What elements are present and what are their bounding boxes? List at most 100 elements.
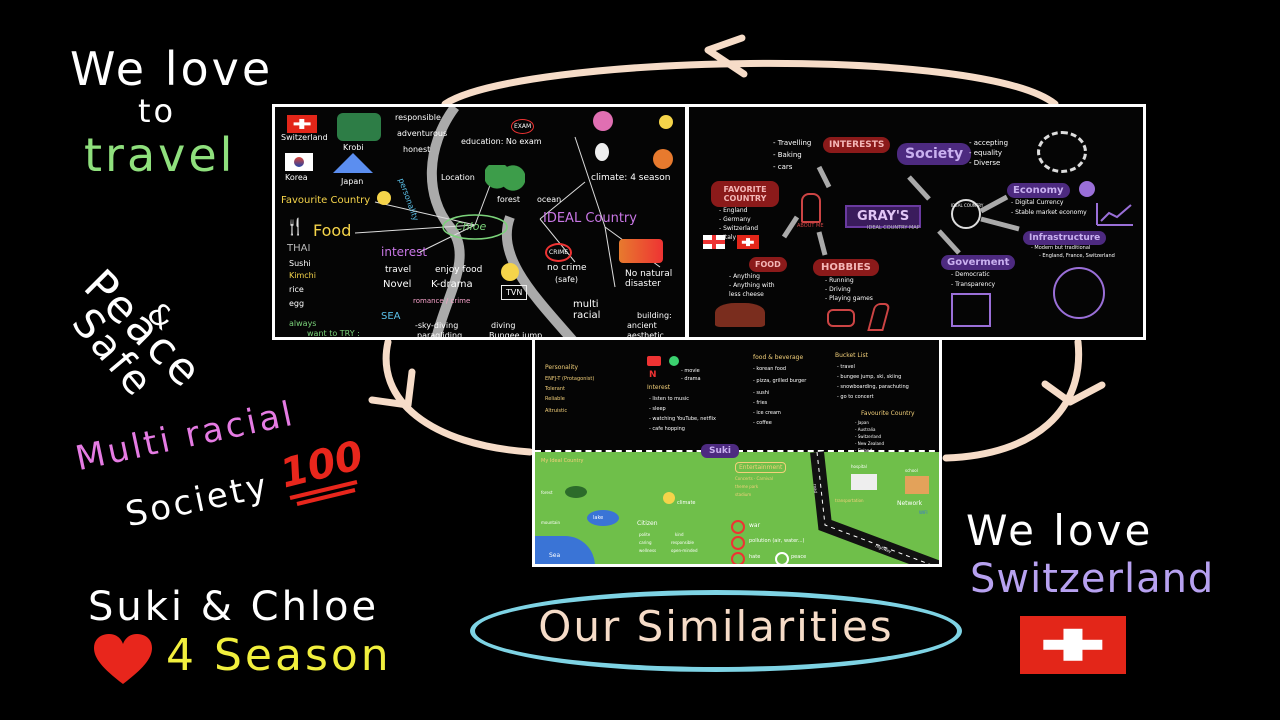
gray-germany: - Germany — [719, 216, 751, 223]
chloe-honest: honest — [403, 145, 431, 154]
chloe-thai: THAI — [287, 243, 311, 254]
suki-c3: - Switzerland — [855, 434, 882, 439]
disaster-icon — [619, 239, 663, 263]
suki-b2: - bungee jump, ski, skiing — [837, 374, 902, 380]
suki-tolerant: Tolerant — [545, 386, 565, 392]
gray-food: FOOD — [749, 257, 787, 272]
suki-sun-icon — [663, 492, 675, 504]
suki-b1: - travel — [837, 364, 855, 370]
gray-about-me: ABOUT ME — [797, 223, 824, 229]
gray-accepting: - accepting — [969, 139, 1009, 147]
chloe-no-disaster: No natural disaster — [625, 269, 673, 289]
chloe-education: education: No exam — [461, 137, 542, 146]
gray-favorite-country: FAVORITE COUNTRY — [711, 181, 779, 207]
switzerland-flag-small-icon — [287, 115, 317, 133]
gray-driving: - Driving — [825, 286, 851, 293]
suki-trees-icon — [565, 486, 587, 498]
youtube-icon — [647, 356, 661, 366]
chloe-climate: climate: 4 season — [591, 173, 671, 183]
suki-f1: - korean food — [753, 366, 787, 372]
chloe-center: Chloe — [455, 220, 487, 233]
tvn-tv-icon: TVN — [501, 285, 528, 300]
suki-title-badge: Suki — [701, 444, 739, 458]
suki-b4: - go to concert — [837, 394, 874, 400]
chloe-ideal-country-panel: Switzerland Krobi Korea Japan Favourite … — [272, 104, 688, 340]
suki-youtube: - watching YouTube, netflix — [649, 416, 716, 422]
gray-stable: - Stable market economy — [1011, 209, 1087, 216]
chloe-no-crime: no crime — [547, 263, 587, 273]
chloe-multi-racial: multi racial — [573, 299, 601, 321]
gray-playing: - Playing games — [825, 295, 873, 302]
title-ellipse — [470, 590, 962, 672]
suki-f5: - ice cream — [753, 410, 781, 416]
korea-flag-icon — [285, 153, 313, 171]
coin-icon — [1079, 181, 1095, 197]
autumn-tree-icon — [653, 149, 673, 169]
suki-listen: - listen to music — [649, 396, 689, 402]
gray-traveling: - Travelling — [773, 139, 812, 147]
suki-sea: Sea — [549, 552, 561, 559]
gray-transparency: - Transparency — [951, 281, 996, 288]
chloe-responsible: responsible — [395, 113, 441, 122]
heart-eyes-emoji-icon — [377, 191, 391, 205]
chloe-aesthetic: aesthetic — [627, 331, 664, 340]
suki-personality: Personality — [545, 364, 579, 371]
suki-lake: lake — [593, 515, 604, 521]
gray-democratic: - Democratic — [951, 271, 990, 278]
gray-baking: - Baking — [773, 151, 802, 159]
suki-bucket: Bucket List — [835, 352, 868, 359]
pizza-icon — [715, 303, 765, 327]
suki-reliable: Reliable — [545, 396, 565, 402]
gray-arrows — [781, 165, 1020, 256]
gray-ideal-country: IDEAL COUNTRY — [951, 203, 984, 208]
trees-icon — [485, 165, 525, 191]
pollution-no-icon — [731, 536, 745, 550]
gray-food3: less cheese — [729, 291, 764, 298]
big-ben-icon — [1053, 267, 1105, 319]
chloe-sushi: Sushi — [289, 259, 311, 268]
gray-food2: - Anything with — [729, 282, 775, 289]
travel-text: travel — [84, 128, 236, 182]
suki-c4: - New Zealand — [855, 441, 884, 446]
suki-f6: - coffee — [753, 420, 772, 426]
suki-cz3: responsible — [671, 540, 694, 545]
suki-e3: stadium — [735, 492, 752, 497]
chloe-building: building: — [637, 311, 672, 320]
chloe-krobi: Krobi — [343, 143, 364, 152]
chloe-adventurous: adventurous — [397, 129, 448, 138]
green-circle-icon — [669, 356, 679, 366]
chloe-ancient: ancient — [627, 321, 657, 330]
suki-citizen: Citizen — [637, 520, 658, 527]
suki-hate: hate — [749, 554, 761, 560]
suki-drama: - drama — [681, 376, 701, 382]
gray-title: GRAY'S — [845, 205, 922, 228]
suki-wifi: WIFI — [919, 510, 928, 515]
suki-forest: forest — [541, 490, 553, 495]
chloe-always: always — [289, 319, 317, 328]
gray-switzerland: - Switzerland — [719, 225, 759, 232]
chloe-bungee: Bungee jump — [489, 331, 543, 340]
snowman-icon — [595, 143, 609, 161]
school-icon — [905, 476, 929, 494]
hospital-icon — [851, 474, 877, 490]
gray-economy: Economy — [1007, 183, 1070, 198]
chloe-novel: Novel — [383, 279, 412, 290]
gray-switzerland-flag-icon — [737, 235, 759, 249]
chloe-food: Food — [313, 221, 352, 240]
chloe-romance: romance / crime — [413, 297, 471, 305]
hands-circle-icon — [1037, 131, 1087, 173]
suki-f2: - pizza, grilled burger — [753, 378, 807, 384]
hate-no-icon — [731, 552, 745, 564]
suki-sleep: - sleep — [649, 406, 666, 412]
suki-ideal-country-panel: Personality ENFJ-T (Protagonist) Toleran… — [532, 337, 942, 567]
england-flag-icon — [703, 235, 725, 249]
gray-infra2: - England, France, Switzerland — [1039, 253, 1115, 259]
suki-altruistic: Altruistic — [545, 408, 568, 414]
suki-cz4: caring — [639, 540, 652, 545]
suki-lake-icon — [587, 510, 619, 526]
gray-digital: - Digital Currency — [1011, 199, 1064, 206]
gamepad-icon — [827, 309, 855, 327]
suki-food-beverage: food & beverage — [753, 354, 804, 361]
chloe-kdrama: K-drama — [431, 279, 473, 290]
chloe-diving: diving — [491, 321, 516, 330]
